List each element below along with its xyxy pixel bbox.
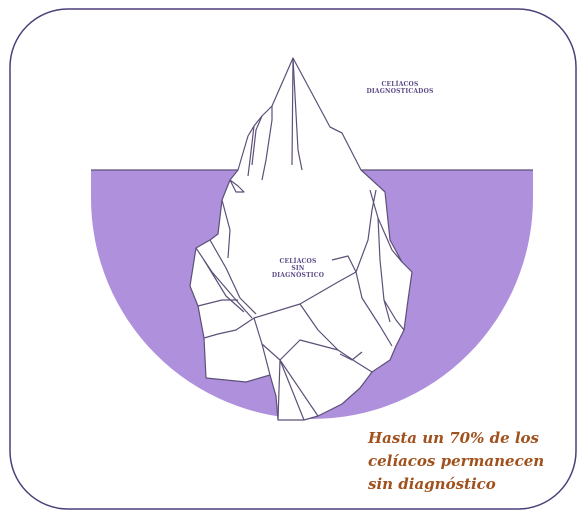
caption-line-1: Hasta un 70% de los xyxy=(368,429,539,447)
label-undiagnosed-line-1: CELÍACOS xyxy=(279,258,317,265)
caption-line-2: celíacos permanecen xyxy=(368,452,545,470)
label-undiagnosed-line-2: SIN xyxy=(291,265,305,272)
label-diagnosed-line-2: DIAGNOSTICADOS xyxy=(366,88,434,95)
iceberg xyxy=(189,57,413,421)
label-diagnosed: CELÍACOS DIAGNOSTICADOS xyxy=(360,81,440,95)
caption: Hasta un 70% de los celíacos permanecen … xyxy=(368,427,573,496)
label-undiagnosed: CELÍACOS SIN DIAGNÓSTICO xyxy=(268,258,328,279)
iceberg-facets xyxy=(195,57,405,421)
label-diagnosed-line-1: CELÍACOS xyxy=(381,81,419,88)
caption-line-3: sin diagnóstico xyxy=(368,475,496,493)
label-undiagnosed-line-3: DIAGNÓSTICO xyxy=(271,272,325,279)
